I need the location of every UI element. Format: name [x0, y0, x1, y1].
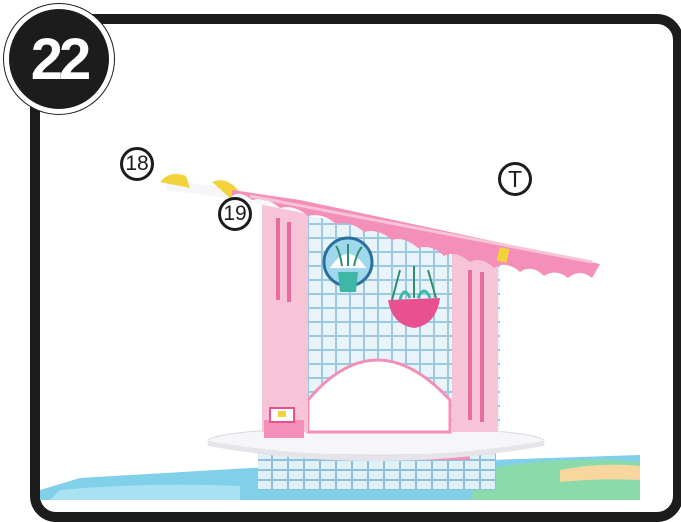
part-callout-18-label: 18	[125, 152, 148, 176]
step-number-badge: 22	[4, 4, 114, 114]
part-callout-19-label: 19	[223, 202, 246, 226]
part-callout-t-label: T	[508, 166, 522, 193]
part-callout-t: T	[498, 162, 532, 196]
left-pillar	[262, 200, 308, 432]
step-number: 22	[31, 26, 88, 93]
right-pillar	[452, 248, 498, 432]
part-callout-18: 18	[120, 147, 154, 181]
part-callout-19: 19	[218, 197, 252, 231]
